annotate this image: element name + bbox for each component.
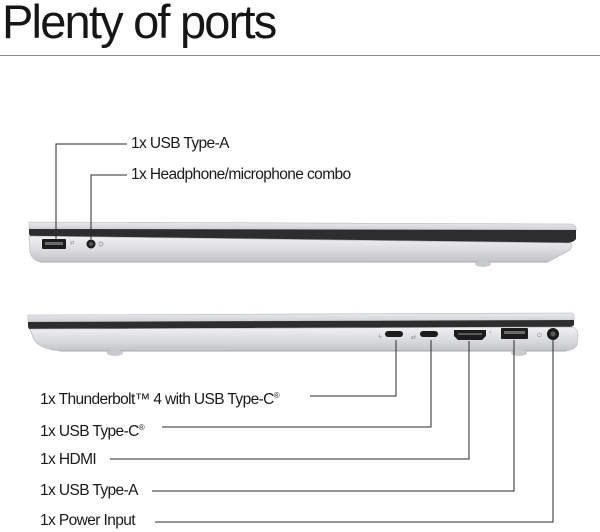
label-usb-type-a-left: 1x USB Type-A [131, 135, 229, 152]
page-title: Plenty of ports [2, 0, 277, 48]
label-usb-type-c: 1x USB Type-C® [40, 423, 145, 440]
title-divider [0, 55, 600, 56]
vent-grille [370, 257, 465, 261]
power-led-icon: ⏻ [537, 332, 542, 339]
rubber-foot [475, 261, 491, 267]
lid-top [28, 221, 577, 231]
usb-c-symbol-icon: ⇄ [411, 334, 416, 341]
thunderbolt-icon: ϟ [378, 334, 382, 341]
leader-lines-bottom [110, 340, 554, 523]
usb-symbol-icon: ⇄ [70, 240, 74, 246]
label-headphone-combo: 1x Headphone/microphone combo [131, 166, 351, 183]
usb-c-port [420, 331, 438, 337]
rubber-foot [107, 350, 123, 356]
thunderbolt-port [385, 331, 403, 337]
headset-icon [98, 241, 104, 247]
hdmi-icon: ▿ [489, 330, 492, 336]
label-usb-type-a-right: 1x USB Type-A [40, 482, 138, 499]
laptop-left-side: ⇄ [28, 221, 577, 267]
label-hdmi: 1x HDMI [40, 451, 97, 468]
lid-top [27, 312, 575, 323]
lid-seam [29, 229, 576, 243]
base-chassis [29, 326, 579, 352]
rubber-foot [511, 350, 527, 356]
leader-lines-top [55, 143, 127, 239]
label-power-input: 1x Power Input [40, 512, 136, 529]
vent-grille [135, 346, 230, 350]
label-thunderbolt: 1x Thunderbolt™ 4 with USB Type-C® [40, 391, 280, 408]
laptop-right-side: ϟ ⇄ ▿ ⏻ [27, 312, 579, 356]
